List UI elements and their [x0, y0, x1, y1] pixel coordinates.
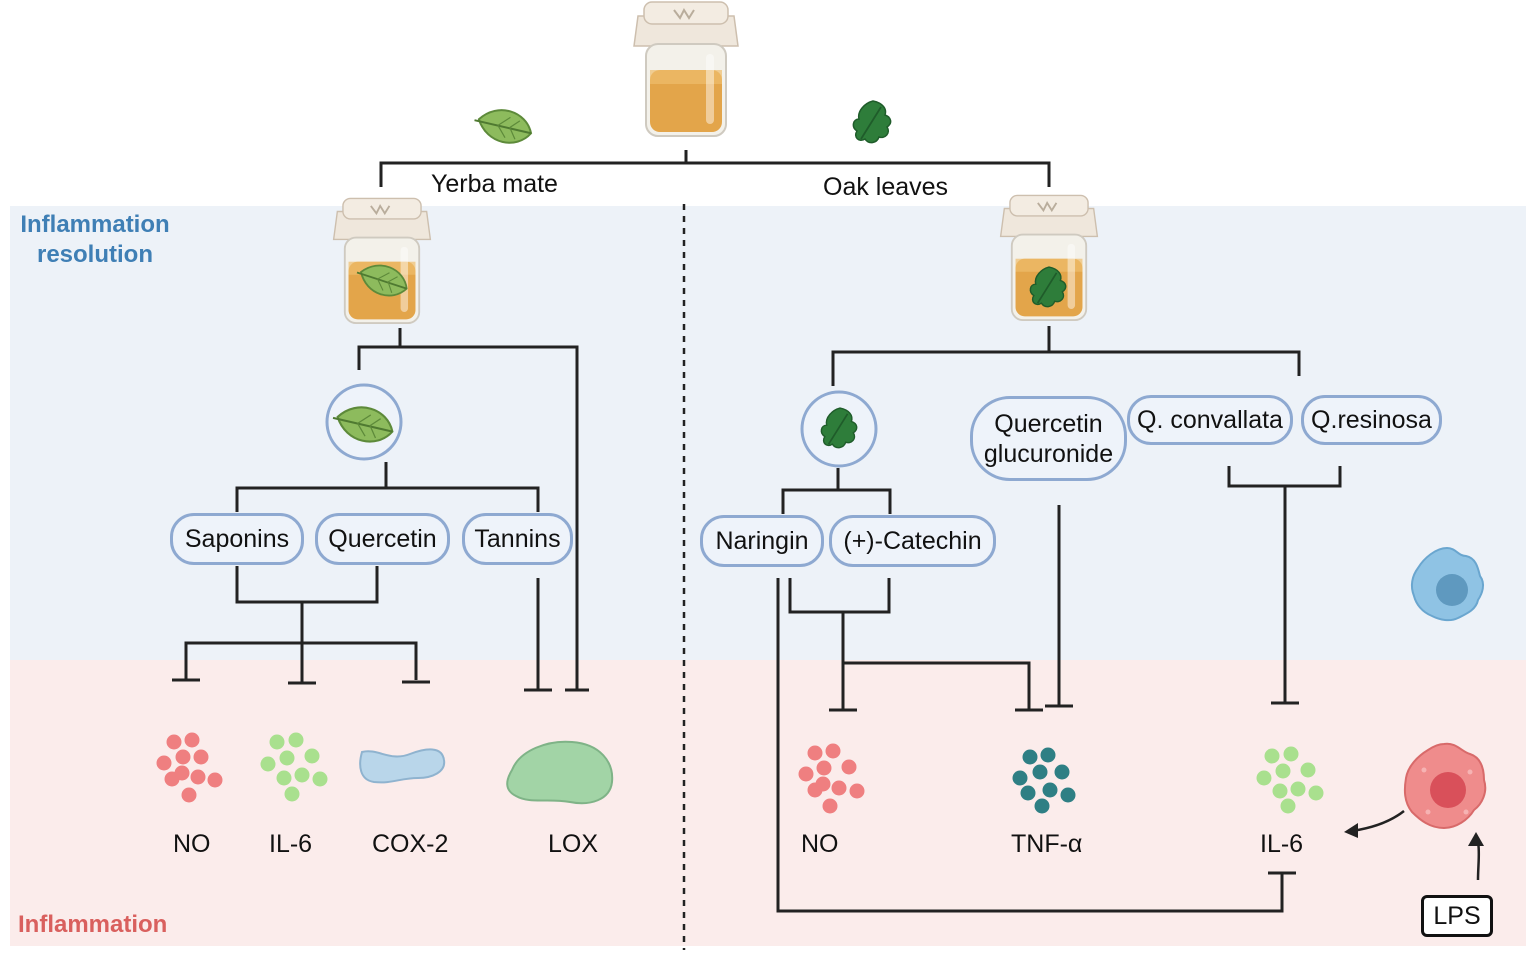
cox2-enzyme-icon: [359, 748, 446, 784]
inflammation-region: [10, 660, 1526, 946]
resolution-title: Inflammation resolution: [20, 211, 170, 268]
tannins-pill: Tannins: [462, 513, 573, 565]
q-convallata-pill: Q. convallata: [1127, 395, 1293, 445]
oak-connectors: [776, 326, 1342, 913]
no-molecules-icon: [798, 743, 865, 814]
lps-stimulus-arrow: [1476, 841, 1481, 881]
quercetin-pill: Quercetin: [315, 513, 450, 565]
il6-molecules-icon: [1256, 746, 1324, 814]
tnf-molecules-icon: [1012, 747, 1076, 814]
macrophage-resting-icon: [1410, 546, 1485, 622]
il6-molecules-icon: [260, 732, 328, 802]
macrophage-activated-icon: [1403, 742, 1487, 830]
oak-leaves-label: Oak leaves: [823, 173, 949, 201]
quercetin-glucuronide-pill: Quercetin glucuronide: [970, 396, 1127, 481]
oak-leaf-icon: [852, 100, 892, 144]
q-resinosa-pill: Q.resinosa: [1301, 395, 1442, 445]
yerba-leaf-icon: [469, 102, 537, 150]
top-split-bracket: [379, 150, 1051, 187]
il6-label: IL-6: [1260, 830, 1304, 858]
arrowhead-icon: [1344, 823, 1358, 838]
tea-jar-icon: [633, 1, 739, 137]
saponins-pill: Saponins: [170, 513, 304, 565]
no-label: NO: [173, 830, 211, 858]
yerba-mate-label: Yerba mate: [431, 170, 558, 198]
yerba-tea-jar-icon: [332, 197, 432, 325]
lps-box: LPS: [1421, 895, 1493, 937]
inflammation-title: Inflammation: [18, 911, 168, 938]
il6-label: IL-6: [269, 830, 313, 858]
cox2-label: COX-2: [372, 830, 449, 858]
yerba-connectors: [172, 328, 589, 692]
naringin-pill: Naringin: [700, 515, 824, 567]
no-molecules-icon: [156, 732, 223, 803]
tnf-label: TNF-α: [1011, 830, 1083, 858]
no-label: NO: [801, 830, 839, 858]
arrowhead-icon: [1468, 832, 1484, 846]
catechin-pill: (+)-Catechin: [829, 515, 996, 567]
lox-enzyme-icon: [506, 740, 614, 805]
lox-label: LOX: [548, 830, 599, 858]
